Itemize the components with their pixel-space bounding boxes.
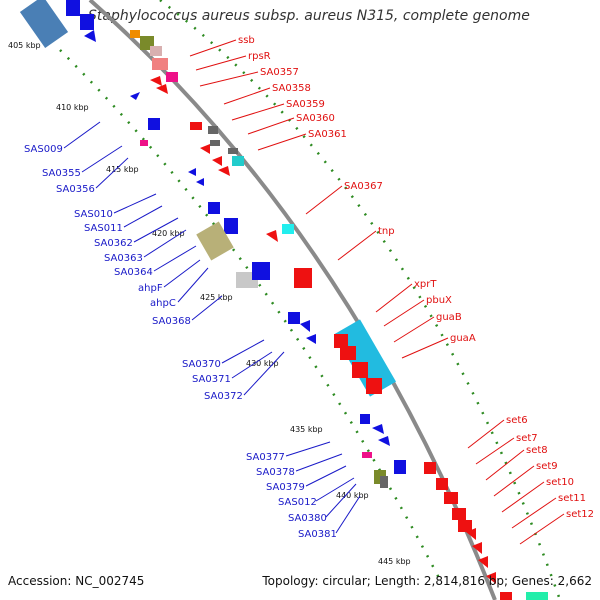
gene-label: SA0379 <box>266 482 305 493</box>
gene-label: SA0356 <box>56 184 95 195</box>
gene-label: SA0380 <box>288 513 327 524</box>
gene-label: set6 <box>506 415 528 426</box>
gene-label: tnp <box>378 226 395 237</box>
gene-label: set10 <box>546 477 574 488</box>
left-leader-lines <box>63 121 361 534</box>
gene-label: set8 <box>526 445 548 456</box>
gene-label: SA0372 <box>204 391 243 402</box>
gene-label: SA0355 <box>42 168 81 179</box>
gene-label: SAS012 <box>278 497 317 508</box>
gene-label: SAS011 <box>84 223 123 234</box>
gene-label: SA0363 <box>104 253 143 264</box>
gene-label: guaB <box>436 312 462 323</box>
map-title: Staphylococcus aureus subsp. aureus N315… <box>88 8 530 24</box>
gene-label: set9 <box>536 461 558 472</box>
tick-label: 420 kbp <box>152 229 185 238</box>
gene-label: set12 <box>566 509 594 520</box>
gene-label: xprT <box>414 279 437 290</box>
left-labels: SAS009 SA0355 SA0356 SAS010 SAS011 SA036… <box>24 144 337 540</box>
gene-label: SA0358 <box>272 83 311 94</box>
tick-label: 415 kbp <box>106 165 139 174</box>
tick-label: 440 kbp <box>336 491 369 500</box>
gene-label: SA0377 <box>246 452 285 463</box>
gene-label: SA0370 <box>182 359 221 370</box>
gene-label: ahpF <box>138 283 163 294</box>
gene-label: ssb <box>238 35 255 46</box>
gene-label: SA0368 <box>152 316 191 327</box>
tick-label: 410 kbp <box>56 103 89 112</box>
gene-label: SA0378 <box>256 467 295 478</box>
tick-labels: 405 kbp 410 kbp 415 kbp 420 kbp 425 kbp … <box>8 41 411 566</box>
gene-label: SA0361 <box>308 129 347 140</box>
gene-label: SAS010 <box>74 209 113 220</box>
gene-label: pbuX <box>426 295 452 306</box>
gene-label: set7 <box>516 433 538 444</box>
dotted-track-outer-right <box>159 0 562 600</box>
dotted-track-inner-left <box>59 49 442 581</box>
tick-label: 425 kbp <box>200 293 233 302</box>
gene-label: SA0359 <box>286 99 325 110</box>
tick-label: 430 kbp <box>246 359 279 368</box>
accession-text: Accession: NC_002745 <box>8 574 145 588</box>
gene-label: ahpC <box>150 298 176 309</box>
genome-stats-text: Topology: circular; Length: 2,814,816 bp… <box>262 574 592 588</box>
gene-label: SAS009 <box>24 144 63 155</box>
gene-label: rpsR <box>248 51 271 62</box>
right-labels: ssb rpsR SA0357 SA0358 SA0359 SA0360 SA0… <box>238 35 594 520</box>
gene-label: guaA <box>450 333 476 344</box>
tick-label: 405 kbp <box>8 41 41 50</box>
gene-label: SA0364 <box>114 267 153 278</box>
right-leader-lines <box>189 39 565 545</box>
feature-blocks <box>19 0 548 600</box>
tick-label: 445 kbp <box>378 557 411 566</box>
gene-label: SA0381 <box>298 529 337 540</box>
gene-label: SA0360 <box>296 113 335 124</box>
gene-label: SA0362 <box>94 238 133 249</box>
gene-label: set11 <box>558 493 586 504</box>
gene-label: SA0367 <box>344 181 383 192</box>
gene-label: SA0357 <box>260 67 299 78</box>
gene-label: SA0371 <box>192 374 231 385</box>
tick-label: 435 kbp <box>290 425 323 434</box>
